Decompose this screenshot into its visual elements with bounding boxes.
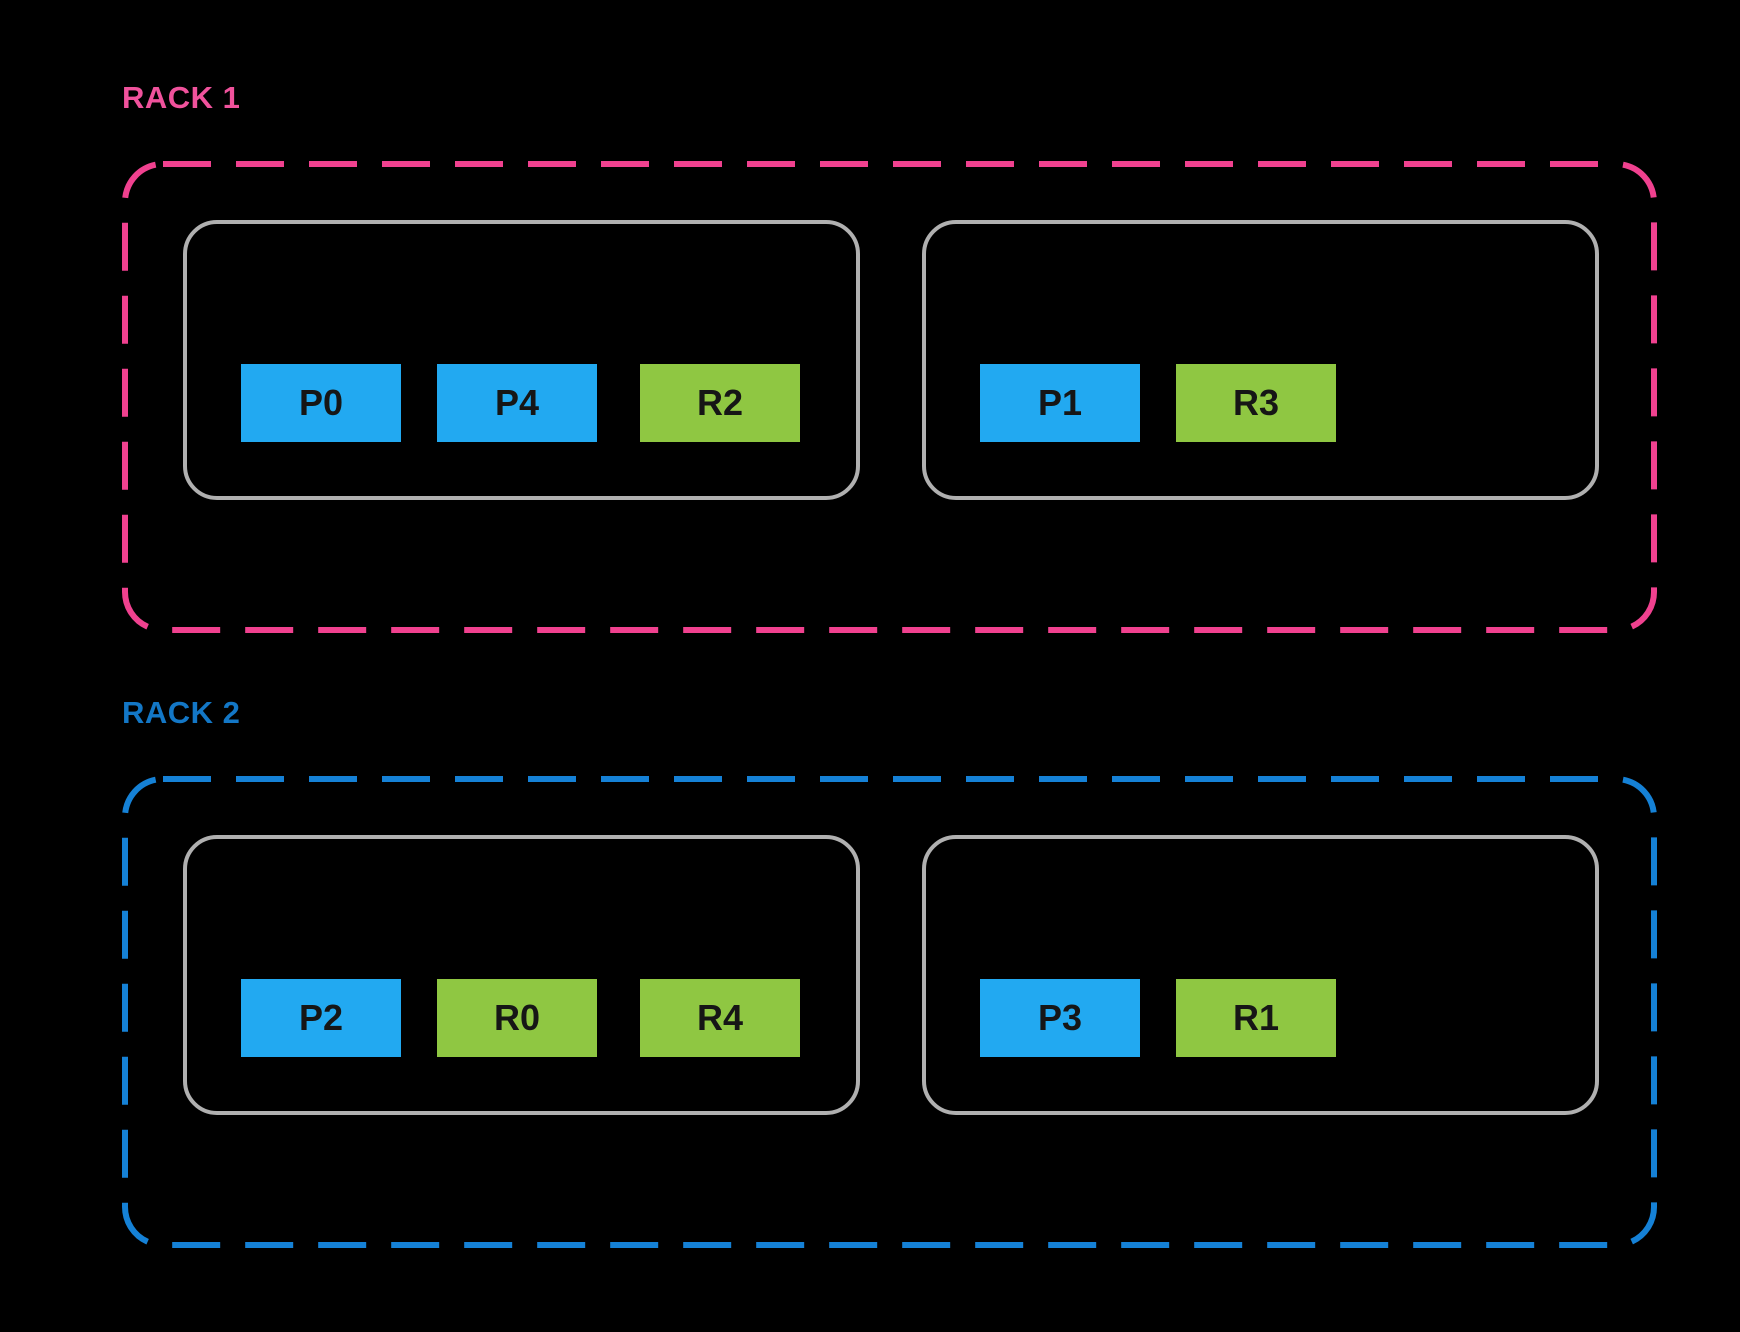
shard-slot: P2 bbox=[241, 979, 401, 1057]
rack1-boundary bbox=[122, 161, 1657, 633]
shard-slot: R1 bbox=[1176, 979, 1336, 1057]
rack2-dashed-outline bbox=[122, 776, 1657, 1248]
shard-slot: R0 bbox=[437, 979, 597, 1057]
rack1-label: RACK 1 bbox=[122, 80, 241, 115]
shard-slot: R4 bbox=[640, 979, 800, 1057]
rack2-label: RACK 2 bbox=[122, 695, 241, 730]
shard-slot: R3 bbox=[1176, 364, 1336, 442]
shard-slot: P4 bbox=[437, 364, 597, 442]
shard-slot: P0 bbox=[241, 364, 401, 442]
rack2-node2: P3 R1 bbox=[922, 835, 1599, 1115]
rack2-node1: P2 R0 R4 bbox=[183, 835, 860, 1115]
rack1-node2: P1 R3 bbox=[922, 220, 1599, 500]
shard-slot: P1 bbox=[980, 364, 1140, 442]
rack2-boundary bbox=[122, 776, 1657, 1248]
shard-slot: P3 bbox=[980, 979, 1140, 1057]
rack1-node1: P0 P4 R2 bbox=[183, 220, 860, 500]
shard-slot: R2 bbox=[640, 364, 800, 442]
rack1-dashed-outline bbox=[122, 161, 1657, 633]
